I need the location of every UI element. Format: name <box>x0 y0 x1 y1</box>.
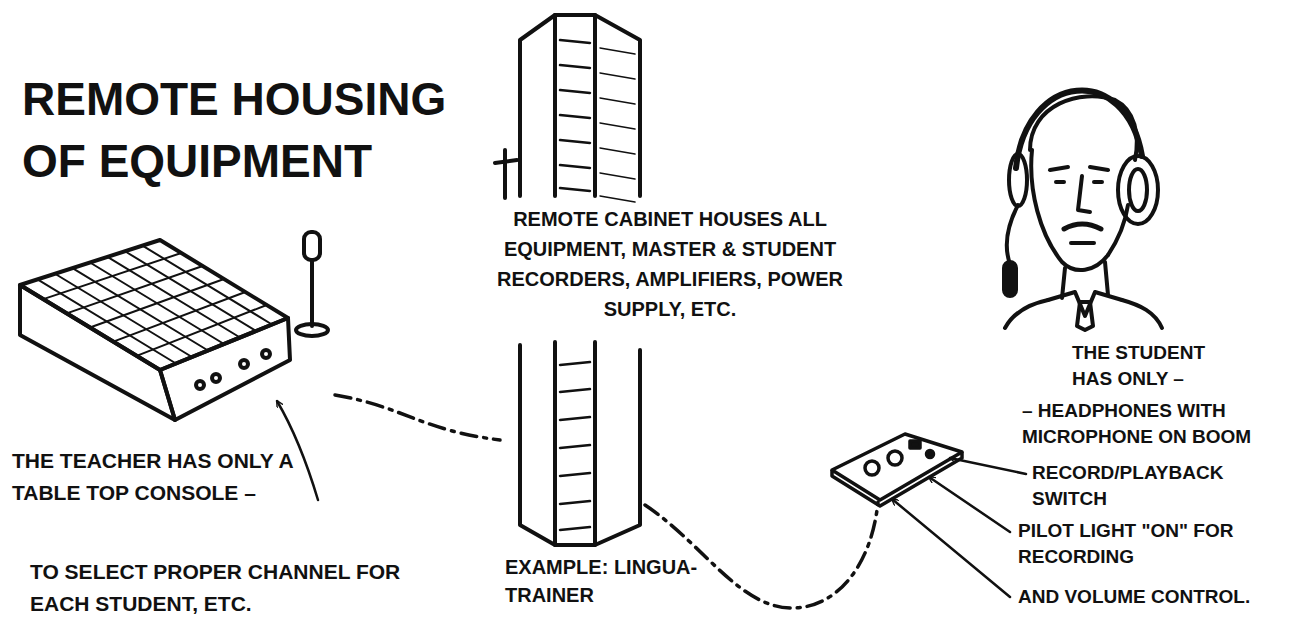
teacher-console-outline <box>240 360 248 368</box>
student-figure <box>1007 205 1018 264</box>
callout-text: PILOT LIGHT "ON" FOR RECORDING <box>1018 518 1268 570</box>
title-pointer <box>495 160 517 163</box>
remote-cabinet-outline <box>560 140 590 143</box>
remote-cabinet-outline <box>600 73 635 79</box>
student-figure <box>1009 154 1027 206</box>
student-figure <box>1090 167 1108 170</box>
remote-cabinet-outline <box>600 98 635 104</box>
remote-cabinet-outline <box>560 417 590 420</box>
student-figure <box>1078 176 1090 212</box>
example-note: EXAMPLE: LINGUA-TRAINER <box>505 553 705 609</box>
teacher-console-outline <box>304 232 320 260</box>
teacher-console-outline <box>90 263 224 345</box>
teacher-console-outline <box>113 292 245 342</box>
remote-cabinet-outline <box>560 165 590 168</box>
annotation-label: THE STUDENT HAS ONLY – <box>1072 340 1232 392</box>
leader-line <box>892 499 1010 597</box>
student-control-box-outline <box>832 452 962 506</box>
student-control-box: RECORD/PLAYBACK SWITCHPILOT LIGHT "ON" F… <box>830 430 965 502</box>
remote-cabinet-outline <box>593 15 597 196</box>
callout-text: AND VOLUME CONTROL. <box>1018 584 1286 610</box>
student-control-box-outline <box>832 434 962 506</box>
leader-line <box>950 458 1026 474</box>
remote-cabinet-outline <box>560 389 590 392</box>
remote-cabinet: REMOTE CABINET HOUSES ALL EQUIPMENT, MAS… <box>500 10 645 550</box>
annotation-label: – HEADPHONES WITH MICROPHONE ON BOOM <box>1022 398 1286 450</box>
leader-line <box>929 477 1010 532</box>
remote-cabinet-outline <box>600 123 635 129</box>
teacher-console-outline <box>20 232 328 420</box>
remote-cabinet-outline <box>593 342 597 545</box>
remote-cabinet-outline <box>560 362 590 365</box>
student-figure <box>1129 169 1147 211</box>
remote-cabinet-outline <box>520 345 640 545</box>
student-figure <box>1004 91 1162 330</box>
student-control-box-outline <box>888 451 902 465</box>
student-control-box-outline <box>865 461 879 475</box>
teacher-console-outline <box>212 374 220 382</box>
remote-cabinet-outline <box>560 65 590 68</box>
remote-cabinet-outline <box>600 148 635 154</box>
student-control-box-outline <box>910 441 920 448</box>
student-figure <box>1105 262 1108 295</box>
student-figure <box>1031 150 1108 270</box>
student-control-box-outline <box>927 451 934 458</box>
student-figure <box>1122 300 1162 328</box>
remote-cabinet-outline <box>553 342 557 545</box>
teacher-console-outline <box>196 381 204 389</box>
remote-cabinet-outline <box>560 40 590 43</box>
teacher-console-outline <box>137 305 267 356</box>
student-figure <box>1056 180 1064 184</box>
teacher-console-outline <box>67 266 203 313</box>
dash-dot-cable <box>335 395 500 440</box>
student-figure <box>1118 156 1158 224</box>
console-caption: THE TEACHER HAS ONLY A TABLE TOP CONSOLE… <box>12 445 294 509</box>
diagram-title: REMOTE HOUSING OF EQUIPMENT <box>22 68 492 192</box>
teacher-console-outline <box>15 225 335 425</box>
remote-cabinet-outline <box>600 48 635 54</box>
student-figure <box>1016 91 1142 168</box>
remote-cabinet-outline <box>600 173 635 179</box>
remote-cabinet-outline <box>560 473 590 476</box>
teacher-console-outline <box>43 253 181 299</box>
student-figure <box>1005 300 1048 328</box>
dash-dot-cable <box>645 502 878 608</box>
remote-cabinet-outline <box>560 445 590 448</box>
title-pointer <box>495 150 517 198</box>
student-control-box-outline <box>830 430 965 502</box>
remote-cabinet-outline <box>560 115 590 118</box>
remote-cabinet-outline <box>560 188 590 191</box>
teacher-console-outline <box>262 350 270 358</box>
console-caption: TO SELECT PROPER CHANNEL FOR EACH STUDEN… <box>30 556 410 620</box>
remote-cabinet-outline <box>553 15 557 196</box>
title-pointer <box>503 150 507 198</box>
callout-text: RECORD/PLAYBACK SWITCH <box>1032 460 1242 512</box>
teacher-console-outline <box>90 279 224 328</box>
student-figure <box>1077 302 1093 330</box>
remote-cabinet-outline <box>560 90 590 93</box>
student-figure <box>1094 180 1102 184</box>
teacher-console: THE TEACHER HAS ONLY A TABLE TOP CONSOLE… <box>15 225 335 425</box>
remote-cabinet-outline <box>560 501 590 504</box>
student-figure <box>1004 262 1016 296</box>
remote-cabinet-outline <box>600 196 635 202</box>
teacher-console-outline <box>310 258 314 326</box>
cabinet-description: REMOTE CABINET HOUSES ALL EQUIPMENT, MAS… <box>465 204 875 324</box>
remote-cabinet-outline <box>560 527 590 530</box>
remote-cabinet-outline <box>520 15 640 196</box>
student-figure <box>1071 241 1094 245</box>
student-figure <box>1064 224 1101 229</box>
student-figure <box>1050 167 1068 170</box>
teacher-console-outline <box>20 240 288 370</box>
